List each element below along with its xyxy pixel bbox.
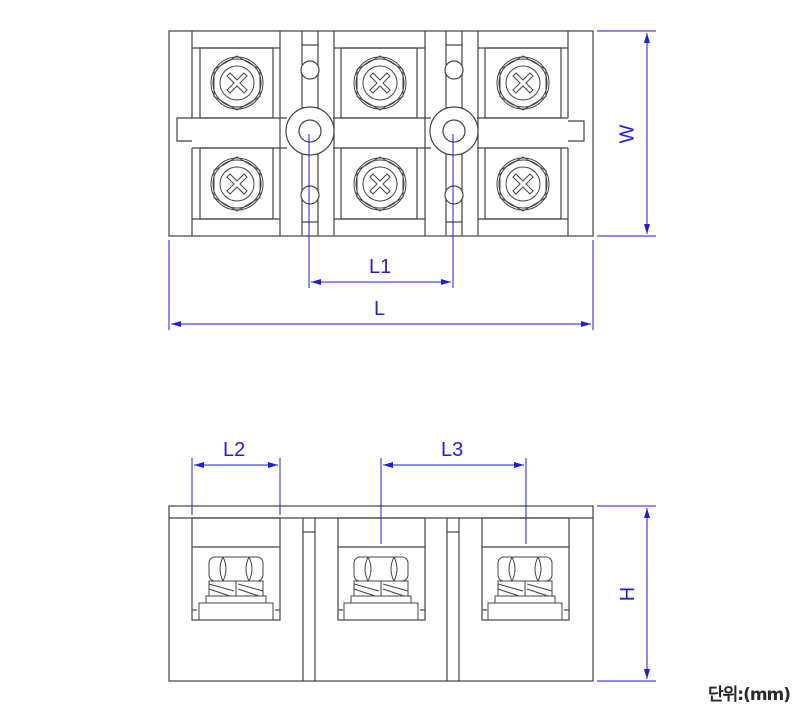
screw-head-icon bbox=[496, 156, 550, 212]
screw-heads bbox=[210, 55, 550, 212]
dimension-label-l2: L2 bbox=[223, 439, 246, 461]
screw-head-icon bbox=[353, 156, 407, 212]
dimension-label-w: W bbox=[616, 124, 639, 144]
hex-nut-icon bbox=[343, 556, 419, 621]
unit-label: 단위:(mm) bbox=[708, 685, 791, 705]
dimension-label-l: L bbox=[374, 298, 386, 320]
screw-head-icon bbox=[210, 156, 264, 212]
screw-head-icon bbox=[210, 55, 264, 111]
dimension-label-l3: L3 bbox=[441, 439, 464, 461]
dimension-label-l1: L1 bbox=[369, 256, 392, 278]
front-view-dimensions bbox=[191, 458, 656, 682]
hex-nut-icon bbox=[487, 556, 563, 621]
terminal-nuts bbox=[198, 556, 563, 621]
dimension-label-h: H bbox=[617, 586, 640, 602]
screw-head-icon bbox=[496, 55, 550, 111]
screw-head-icon bbox=[353, 55, 407, 111]
hex-nut-icon bbox=[198, 556, 274, 621]
top-view bbox=[168, 30, 594, 237]
top-view-dimensions bbox=[168, 30, 656, 330]
